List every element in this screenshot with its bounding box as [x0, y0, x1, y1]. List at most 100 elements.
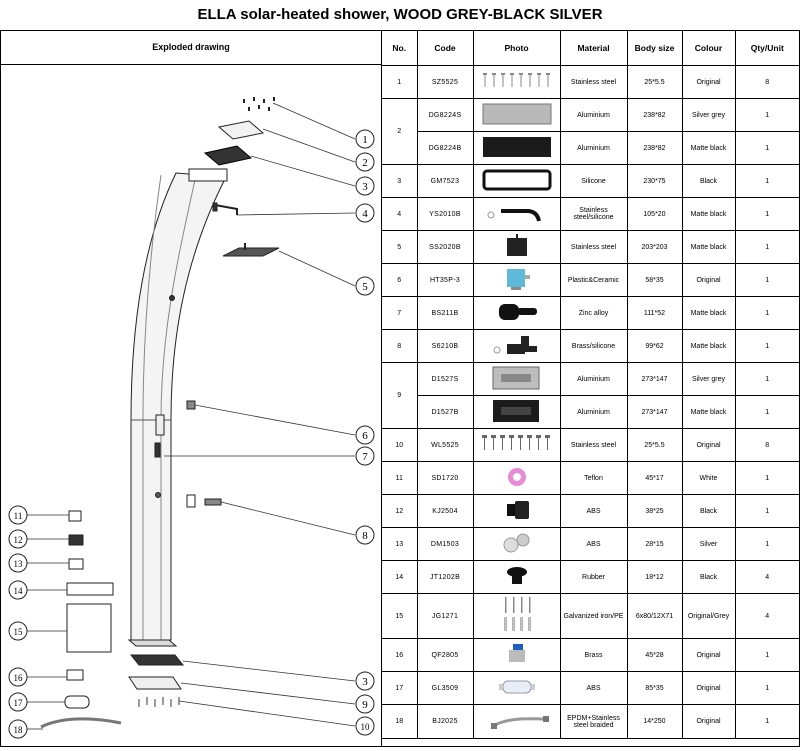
- cell-no: 11: [382, 461, 418, 495]
- callout-label: 6: [362, 430, 368, 442]
- table-row: D1527B Aluminium 273*147 Matte black 1: [382, 395, 799, 429]
- cell-no: 6: [382, 263, 418, 297]
- callout-3b: [355, 671, 375, 691]
- cell-material: ABS: [559, 494, 628, 528]
- callout-label: 12: [14, 535, 23, 545]
- cell-code: S6210B: [416, 329, 474, 363]
- cell-material: Stainless steel/silicone: [559, 197, 628, 231]
- callout-label: 14: [14, 586, 24, 596]
- table-row: 2 DG8224S Aluminium 238*82 Silver grey 1: [382, 98, 799, 165]
- screws-icon: [472, 65, 561, 99]
- callout-8: [355, 525, 375, 545]
- gasket-icon: [472, 164, 561, 198]
- plate-silver-icon: [472, 98, 561, 132]
- cell-no: 1: [382, 65, 418, 99]
- cell-code: JT1202B: [416, 560, 474, 594]
- table-row: DG8224B Aluminium 238*82 Matte black 1: [382, 131, 799, 165]
- cell-qty: 1: [734, 131, 799, 165]
- cell-material: Aluminium: [559, 395, 628, 429]
- callout-label: 18: [14, 725, 24, 735]
- cell-colour: Original: [681, 65, 736, 99]
- cell-material: Brass: [559, 638, 628, 672]
- cell-code: BS211B: [416, 296, 474, 330]
- cell-qty: 1: [734, 296, 799, 330]
- cell-code: YS2010B: [416, 197, 474, 231]
- filter-icon: [472, 671, 561, 705]
- cell-material: Aluminium: [559, 131, 628, 165]
- callout-2: [355, 152, 375, 172]
- callout-label: 3: [362, 676, 368, 688]
- cell-size: 111*52: [626, 296, 683, 330]
- cell-qty: 1: [734, 461, 799, 495]
- tap-icon: [472, 329, 561, 363]
- exploded-drawing: 1 2 3 4 5 6 7 8 3 9 10 11 12 13 14 15 16…: [1, 65, 382, 746]
- table-header-row: No. Code Photo Material Body size Colour…: [382, 31, 799, 66]
- cover-black-icon: [472, 395, 561, 429]
- callout-label: 9: [362, 699, 368, 711]
- cell-size: 105*20: [626, 197, 683, 231]
- table-row: 14 JT1202B Rubber 18*12 Black 4: [382, 560, 799, 594]
- cell-size: 58*35: [626, 263, 683, 297]
- table-row: 17 GL3509 ABS 85*35 Original 1: [382, 671, 799, 705]
- callout-3: [355, 176, 375, 196]
- cell-material: Galvanized iron/PE: [559, 593, 628, 639]
- callout-label: 11: [14, 511, 23, 521]
- cell-material: Teflon: [559, 461, 628, 495]
- cell-code: HT35P-3: [416, 263, 474, 297]
- cell-size: 273*147: [626, 362, 683, 396]
- cell-material: Silicone: [559, 164, 628, 198]
- callout-label: 8: [362, 530, 368, 542]
- callout-label: 4: [362, 208, 368, 220]
- cover-silver-icon: [472, 362, 561, 396]
- callout-12: [8, 529, 28, 549]
- teflon-tape-icon: [472, 461, 561, 495]
- cell-no: 4: [382, 197, 418, 231]
- cell-colour: Matte black: [681, 395, 736, 429]
- table-row: 6 HT35P-3 Plastic&Ceramic 58*35 Original…: [382, 263, 799, 297]
- callout-4: [355, 203, 375, 223]
- cell-qty: 1: [734, 671, 799, 705]
- rubber-plug-icon: [472, 560, 561, 594]
- cell-material: EPDM+Stainless steel braided: [559, 704, 628, 739]
- table-row: 1 SZ5525 Stainless steel 25*5.5: [382, 65, 799, 99]
- cell-material: Zinc alloy: [559, 296, 628, 330]
- callout-7: [355, 446, 375, 466]
- cell-size: 14*250: [626, 704, 683, 739]
- cell-size: 25*5.5: [626, 428, 683, 462]
- cell-colour: Matte black: [681, 131, 736, 165]
- cell-colour: Silver: [681, 527, 736, 561]
- cell-colour: Black: [681, 164, 736, 198]
- cell-qty: 1: [734, 494, 799, 528]
- cell-code: DM1503: [416, 527, 474, 561]
- cell-code: GM7523: [416, 164, 474, 198]
- callout-13: [8, 553, 28, 573]
- cell-material: Brass/silicone: [559, 329, 628, 363]
- cell-colour: Silver grey: [681, 98, 736, 132]
- column-header: Code: [416, 31, 474, 66]
- cell-material: Aluminium: [559, 98, 628, 132]
- handle-icon: [472, 296, 561, 330]
- table-row: 7 BS211B Zinc alloy 111*52 Matte black 1: [382, 296, 799, 330]
- callout-label: 16: [14, 673, 24, 683]
- callout-11: [8, 505, 28, 525]
- callout-label: 10: [361, 722, 371, 732]
- callout-17: [8, 692, 28, 712]
- cell-no: 14: [382, 560, 418, 594]
- cell-qty: 1: [734, 704, 799, 739]
- cell-size: 28*15: [626, 527, 683, 561]
- column-header: Material: [559, 31, 628, 66]
- column-header: No.: [382, 31, 418, 66]
- cell-material: Stainless steel: [559, 428, 628, 462]
- cell-code: DG8224B: [417, 131, 474, 165]
- cell-material: Rubber: [559, 560, 628, 594]
- callout-9: [355, 694, 375, 714]
- cell-colour: Black: [681, 560, 736, 594]
- cell-qty: 4: [734, 560, 799, 594]
- cell-code: D1527B: [417, 395, 474, 429]
- table-row: 11 SD1720 Teflon 45*17 White 1: [382, 461, 799, 495]
- cell-no: 5: [382, 230, 418, 264]
- cell-size: 273*147: [626, 395, 683, 429]
- cell-colour: Black: [681, 494, 736, 528]
- callout-18: [8, 719, 28, 739]
- cell-qty: 8: [734, 65, 799, 99]
